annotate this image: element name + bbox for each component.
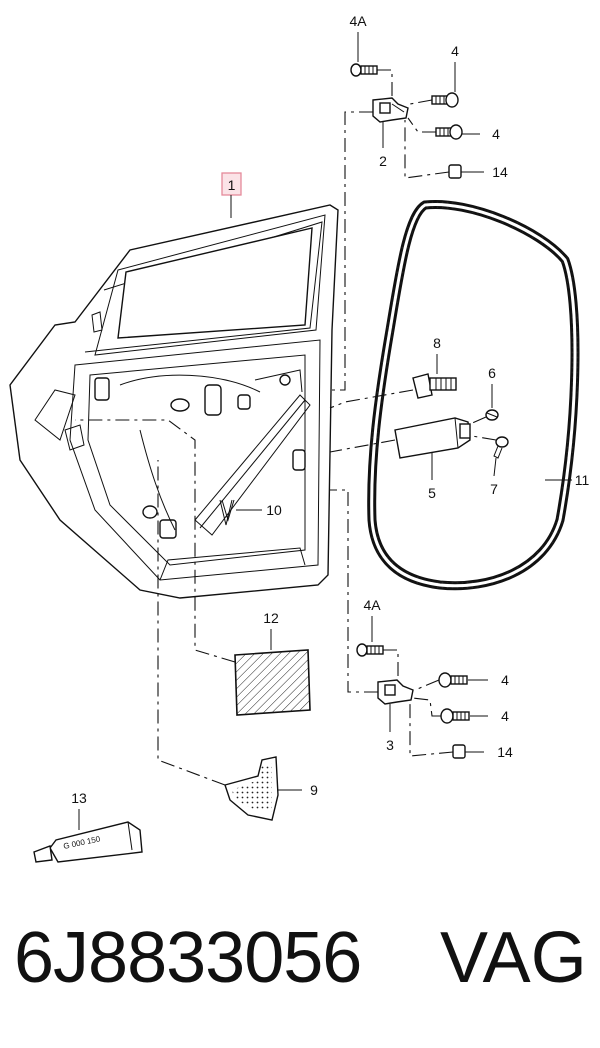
brand-name: VAG <box>440 918 587 998</box>
door-seal <box>367 199 580 591</box>
svg-text:11: 11 <box>575 472 590 488</box>
callout-10[interactable]: 10 <box>236 502 282 518</box>
nut-14-bottom <box>409 702 466 759</box>
svg-text:1: 1 <box>228 177 236 193</box>
bolt-4-top-a <box>409 92 459 108</box>
bolt-4-bottom-a <box>414 672 468 691</box>
upper-hinge <box>372 97 409 123</box>
nut-14-top <box>404 120 462 179</box>
insulation-pad-12 <box>75 419 311 716</box>
bolt-4a-bottom <box>356 643 399 680</box>
sealant-tube-13: G 000 150 <box>33 821 143 863</box>
svg-text:6: 6 <box>488 365 496 381</box>
svg-text:3: 3 <box>386 737 394 753</box>
screw-7 <box>471 435 509 459</box>
svg-text:4: 4 <box>451 43 459 59</box>
callout-11[interactable]: 11 <box>545 472 589 488</box>
svg-text:5: 5 <box>428 485 436 501</box>
callout-4a-bottom[interactable]: 4A <box>363 597 381 642</box>
svg-text:4A: 4A <box>349 13 367 29</box>
part-number: 6J8833056 <box>14 918 362 998</box>
lower-hinge <box>377 679 414 705</box>
svg-text:4: 4 <box>492 126 500 142</box>
bracket-9 <box>157 460 279 821</box>
callout-12[interactable]: 12 <box>263 610 279 650</box>
door-check-dash-line <box>329 439 396 453</box>
callout-4-top-b[interactable]: 4 <box>462 126 500 142</box>
striker-dash-line <box>329 389 414 409</box>
bolt-4a-top <box>350 63 393 98</box>
screw-6 <box>469 409 499 425</box>
callout-6[interactable]: 6 <box>488 365 496 408</box>
svg-text:4A: 4A <box>363 597 381 613</box>
svg-text:4: 4 <box>501 708 509 724</box>
bracket-dash-line <box>157 460 226 786</box>
callout-5[interactable]: 5 <box>428 452 436 501</box>
callout-7[interactable]: 7 <box>490 457 498 497</box>
door-check-5 <box>394 417 471 459</box>
clip-10 <box>221 499 235 522</box>
svg-text:8: 8 <box>433 335 441 351</box>
callout-8[interactable]: 8 <box>433 335 441 374</box>
svg-text:2: 2 <box>379 153 387 169</box>
svg-text:9: 9 <box>310 782 318 798</box>
callout-2[interactable]: 2 <box>379 122 387 169</box>
callout-4-top-a[interactable]: 4 <box>451 43 459 92</box>
svg-text:4: 4 <box>501 672 509 688</box>
svg-text:7: 7 <box>490 481 498 497</box>
callout-3[interactable]: 3 <box>386 704 394 753</box>
svg-text:14: 14 <box>492 164 508 180</box>
callout-4-bottom-a[interactable]: 4 <box>468 672 509 688</box>
upper-hinge-dash-line <box>330 111 373 391</box>
svg-text:14: 14 <box>497 744 513 760</box>
callout-9[interactable]: 9 <box>278 782 318 798</box>
callout-4a-top[interactable]: 4A <box>349 13 367 62</box>
bolt-4-bottom-b <box>412 697 470 724</box>
striker-bolt-8 <box>412 373 457 399</box>
callout-4-bottom-b[interactable]: 4 <box>470 708 509 724</box>
door-shell <box>9 204 339 599</box>
callout-1[interactable]: 1 <box>221 172 242 218</box>
pad-dash-line <box>75 419 236 663</box>
exploded-parts-diagram: 1 2 4A 4 4 <box>9 13 589 863</box>
svg-text:10: 10 <box>266 502 282 518</box>
callout-14-bottom[interactable]: 14 <box>465 744 513 760</box>
bolt-4-top-b <box>407 117 463 140</box>
callout-14-top[interactable]: 14 <box>461 164 508 180</box>
svg-text:12: 12 <box>263 610 279 626</box>
svg-text:13: 13 <box>71 790 87 806</box>
callout-13[interactable]: 13 <box>71 790 87 830</box>
